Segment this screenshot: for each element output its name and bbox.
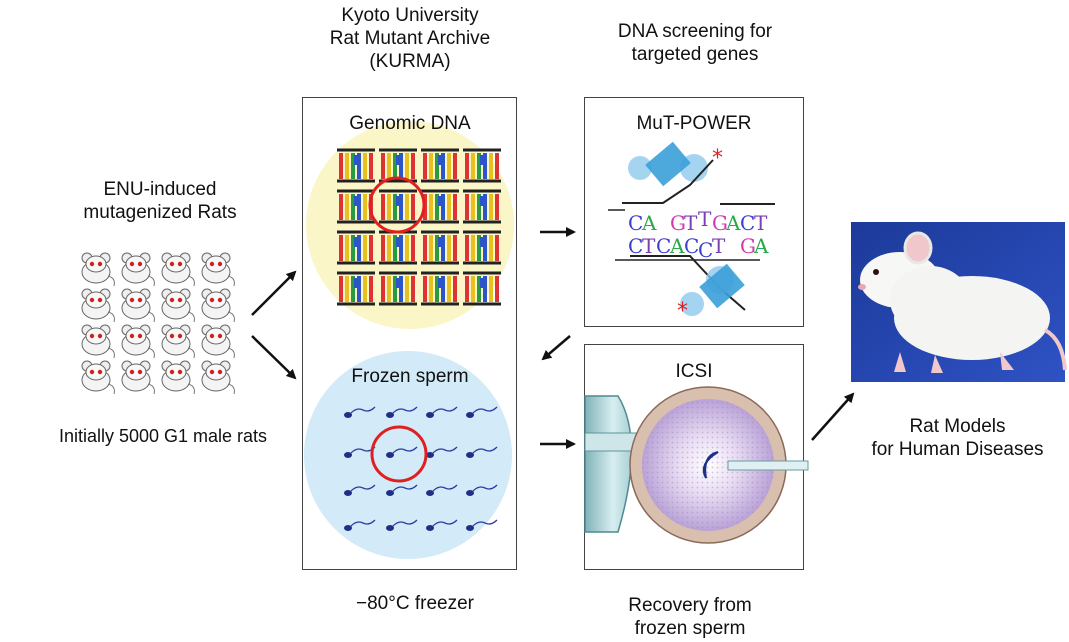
sequence-base: T (698, 207, 712, 231)
sequence-base: A (669, 234, 685, 258)
sequence-base: C (698, 238, 713, 262)
rat-icon (121, 252, 155, 287)
sequence-base: C (628, 211, 643, 235)
sequence-base: G (712, 211, 728, 235)
rat-models-label: Rat Models for Human Diseases (871, 416, 1044, 460)
rat-icon (161, 360, 195, 395)
sequence-top: CA GTTGACT (628, 207, 768, 235)
frozen-sperm-circle (304, 351, 512, 559)
sequence-base: G (670, 211, 686, 235)
sequence-base: T (754, 211, 768, 235)
rat-icon (161, 252, 195, 287)
frozen-sperm-label: Frozen sperm (351, 366, 469, 387)
holding-pipette-icon (584, 395, 633, 533)
dna-highlight-circle (368, 176, 426, 234)
arrow-back-to-sperm (541, 335, 571, 361)
genomic-dna-label: Genomic DNA (349, 113, 471, 134)
rat-grid (81, 252, 235, 395)
arrow-to-sperm (251, 335, 297, 380)
initial-rats-label: Initially 5000 G1 male rats (58, 426, 268, 446)
sequence-base: T (642, 234, 656, 258)
mut-power-box (584, 97, 804, 327)
rat-icon (81, 324, 115, 359)
sequence-base: C (628, 234, 643, 258)
sequence-base: C (740, 211, 755, 235)
rat-icon (121, 324, 155, 359)
sequence-base: C (656, 234, 671, 258)
pipette-icon (727, 460, 809, 471)
star-marker: * (712, 146, 723, 171)
star-marker: * (677, 299, 688, 324)
sperm-highlight-circle (370, 425, 428, 483)
sequence-base: A (753, 234, 769, 258)
sequence-base: G (740, 234, 756, 258)
sequence-base (656, 211, 662, 235)
rat-icon (201, 324, 235, 359)
icsi-label: ICSI (675, 361, 713, 382)
sequence-base: C (684, 234, 699, 258)
arrow-to-rat-models (811, 392, 855, 441)
rat-icon (201, 288, 235, 323)
sequence-base: A (725, 211, 741, 235)
mutpower-diagram: * * (608, 141, 775, 324)
genomic-dna-circle (306, 121, 514, 329)
pronucleus-icon (702, 451, 719, 479)
sequence-bottom: CTCACCT GA (628, 234, 769, 262)
rat-icon (81, 252, 115, 287)
rat-icon (121, 288, 155, 323)
rat-icon (121, 360, 155, 395)
icsi-diagram (584, 386, 809, 544)
rat-icon (81, 360, 115, 395)
sequence-base (726, 234, 732, 258)
sequence-base: A (641, 211, 657, 235)
arrow-to-dna (251, 270, 297, 316)
screening-title: DNA screening for targeted genes (617, 21, 773, 65)
rat-icon (161, 288, 195, 323)
sequence-base: T (684, 211, 698, 235)
rat-icon (161, 324, 195, 359)
rat-icon (81, 288, 115, 323)
rat-photo (851, 222, 1067, 382)
sequence-base: T (712, 234, 726, 258)
enu-title: ENU-induced mutagenized Rats (83, 179, 237, 223)
rat-icon (201, 360, 235, 395)
rat-icon (201, 252, 235, 287)
recovery-label: Recovery from frozen sperm (628, 595, 752, 639)
kurma-title: Kyoto University Rat Mutant Archive (KUR… (329, 5, 491, 72)
freezer-label: −80°C freezer (356, 593, 474, 614)
mut-power-label: MuT-POWER (636, 113, 752, 134)
